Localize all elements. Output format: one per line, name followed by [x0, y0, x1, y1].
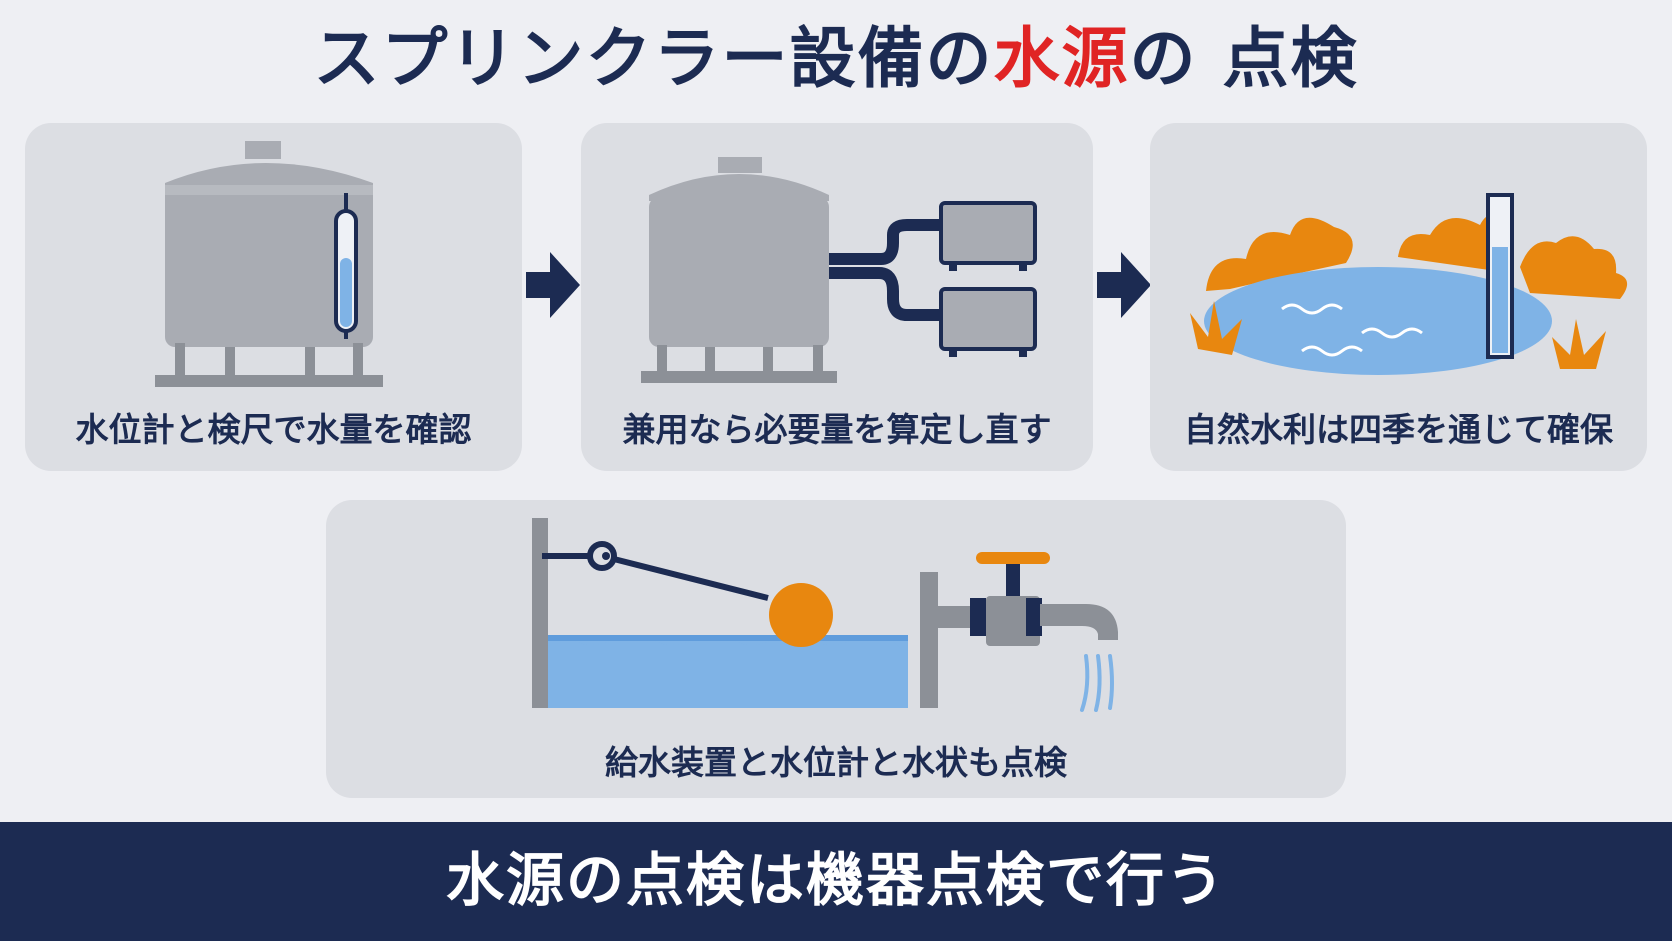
page-title: スプリンクラー設備の水源の 点検 [0, 14, 1672, 104]
card-caption: 自然水利は四季を通じて確保 [1184, 410, 1613, 449]
title-part2: の 点検 [1129, 20, 1359, 97]
card-shared-tank: 兼用なら必要量を算定し直す [581, 123, 1093, 471]
pond-icon [1190, 193, 1628, 375]
water-tank-gauge-icon [155, 141, 383, 387]
card-caption: 兼用なら必要量を算定し直す [622, 410, 1052, 449]
arrow-right-icon [1097, 252, 1151, 318]
card-tank-gauge: 水位計と検尺で水量を確認 [25, 123, 522, 471]
card-pond: 自然水利は四季を通じて確保 [1150, 123, 1647, 471]
shared-tank-icon [641, 157, 1037, 383]
arrow-right-icon [526, 252, 580, 318]
title-accent: 水源 [993, 20, 1130, 97]
footer-banner: 水源の点検は機器点検で行う [0, 822, 1672, 941]
card-caption: 水位計と検尺で水量を確認 [75, 410, 472, 449]
title-part1: スプリンクラー設備の [313, 20, 994, 97]
card-float-valve: 給水装置と水位計と水状も点検 [326, 500, 1346, 798]
footer-text: 水源の点検は機器点検で行う [445, 846, 1226, 914]
card-caption: 給水装置と水位計と水状も点検 [605, 743, 1067, 782]
float-valve-faucet-icon [532, 518, 1118, 712]
